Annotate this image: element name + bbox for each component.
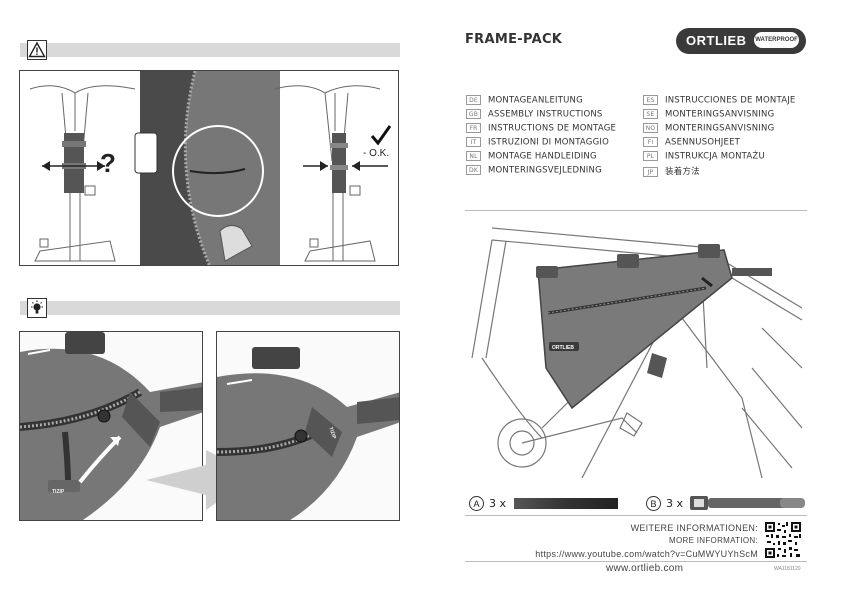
- tip-header-bar: [20, 301, 400, 315]
- more-info-de: WEITERE INFORMATIONEN:: [630, 523, 758, 533]
- divider: [465, 210, 807, 211]
- question-mark: ?: [100, 148, 116, 178]
- website-link[interactable]: www.ortlieb.com: [606, 563, 684, 574]
- tip-illustration-panel-2: [216, 331, 400, 521]
- lightbulb-icon: [27, 298, 47, 318]
- warning-illustration-panel: [19, 70, 399, 266]
- part-b-marker: B: [646, 496, 661, 511]
- product-title: FRAME-PACK: [465, 32, 563, 47]
- part-a-marker: A: [469, 496, 484, 511]
- logo-brand-text: ORTLIEB: [686, 33, 747, 48]
- ok-label: - O.K.: [363, 148, 390, 159]
- qr-code-icon[interactable]: [764, 521, 802, 559]
- bag-brand-label: ORTLIEB: [552, 345, 574, 351]
- part-a-quantity: 3 x: [489, 497, 507, 510]
- strap-a-graphic: [514, 498, 618, 509]
- warning-header-bar: [20, 43, 400, 57]
- zipper-pull-label-1: TIZIP: [52, 489, 65, 495]
- article-number: WA1181120: [774, 566, 801, 572]
- warning-triangle-icon: [27, 40, 47, 60]
- part-b-quantity: 3 x: [666, 497, 684, 510]
- frame-bag-bike-illustration: [471, 227, 803, 478]
- tip-illustration-panel-1: [19, 331, 203, 521]
- youtube-link[interactable]: https://www.youtube.com/watch?v=CuMWYUYh…: [535, 549, 758, 559]
- more-info-en: MORE INFORMATION:: [669, 536, 758, 545]
- divider: [465, 561, 807, 562]
- divider: [465, 515, 807, 516]
- logo-badge-text: WATERPROOF: [754, 32, 799, 48]
- strap-b-graphic: [690, 496, 805, 510]
- brand-logo: ORTLIEB WATERPROOF: [676, 28, 806, 54]
